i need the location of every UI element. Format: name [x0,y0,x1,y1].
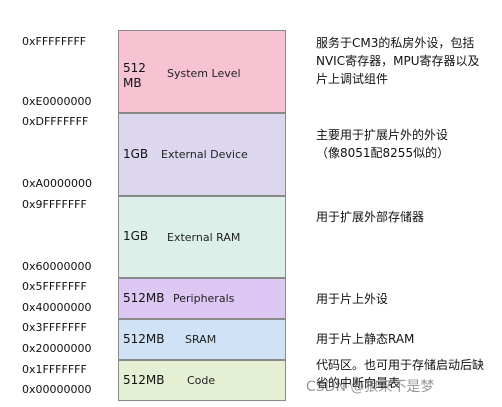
address-label: 0x5FFFFFFF [22,280,87,293]
address-label: 0x40000000 [22,301,92,314]
address-label: 0xA0000000 [22,177,93,190]
address-label: 0x00000000 [22,383,92,396]
address-label: 0xE0000000 [22,95,92,108]
region-name: Peripherals [173,292,235,305]
region-sram: 512MB SRAM [118,319,286,360]
address-label: 0xDFFFFFFF [22,115,89,128]
region-size: 1GB [123,229,149,243]
address-label: 0x9FFFFFFF [22,198,87,211]
region-code: 512MB Code [118,360,286,401]
address-label: 0xFFFFFFFF [22,35,87,48]
region-name: System Level [167,67,241,80]
region-external-device: 1GB External Device [118,113,286,196]
region-note-system-level: 服务于CM3的私房外设，包括NVIC寄存器，MPU寄存器以及片上调试组件 [316,36,480,86]
region-system-level: 512 MB System Level [118,30,286,113]
region-size: 512MB [123,291,165,305]
region-name: External RAM [167,231,241,244]
region-name: SRAM [185,333,217,346]
region-note-sram: 用于片上静态RAM [316,332,415,346]
region-size: 512MB [123,373,165,387]
region-size: 512MB [123,332,165,346]
region-name: Code [187,374,216,387]
region-note-external-ram: 用于扩展外部存储器 [316,210,425,224]
address-label: 0x60000000 [22,260,92,273]
region-note-code: 代码区。也可用于存储启动后缺省的中断向量表 [316,358,485,390]
region-name: External Device [161,148,248,161]
watermark: CSDN @狼来不是梦 [306,379,435,395]
region-external-ram: 1GB External RAM [118,196,286,278]
address-label: 0x3FFFFFFF [22,321,87,334]
region-note-peripherals: 用于片上外设 [316,292,389,306]
address-label: 0x20000000 [22,342,92,355]
region-size: 1GB [123,147,149,161]
address-label: 0x1FFFFFFF [22,363,87,376]
region-size: 512 MB [123,61,146,90]
region-peripherals: 512MB Peripherals [118,278,286,319]
region-note-external-device: 主要用于扩展片外的外设（像8051配8255似的） [316,128,450,160]
